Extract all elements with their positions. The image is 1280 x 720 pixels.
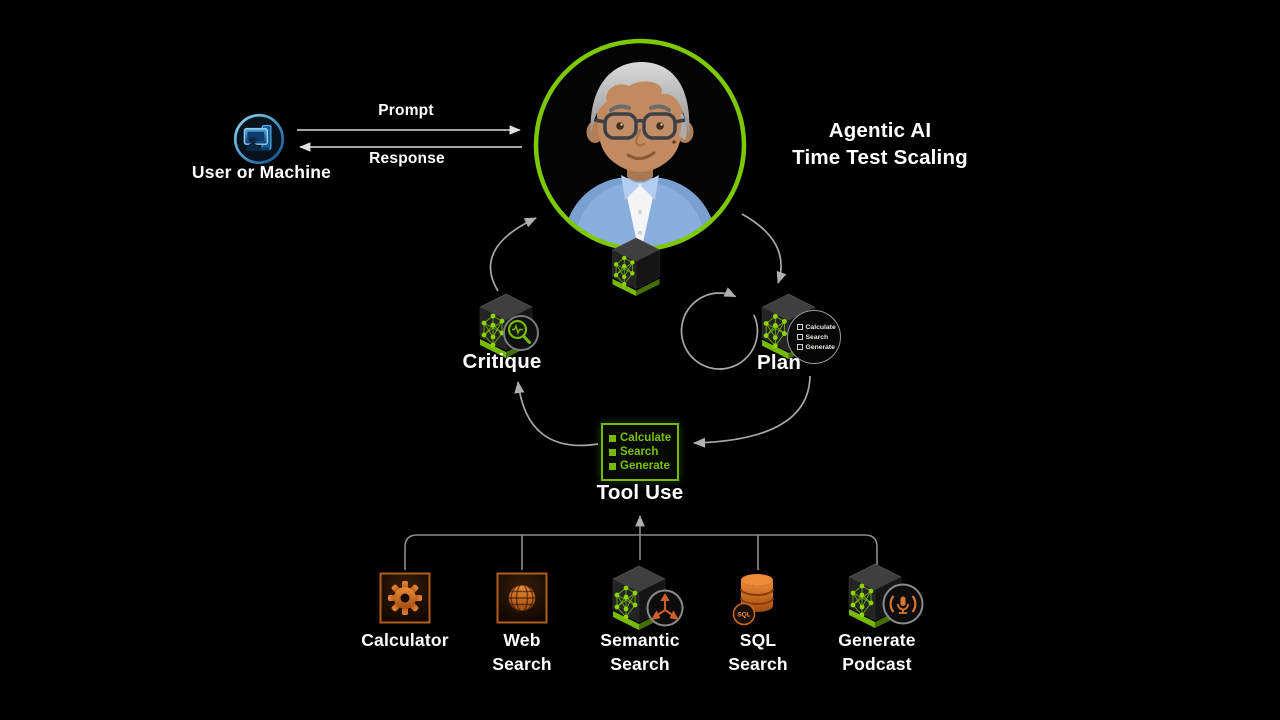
database-icon: SQL [732,574,774,626]
tool-label-line: Search [728,654,788,674]
tool-label-calculator: Calculator [330,628,480,652]
tool-label-web-search: Web Search [447,628,597,676]
plan-iteration-loop [680,287,759,370]
tool-use-item: Generate [609,460,671,472]
arc-plan-to-tooluse [693,375,811,448]
tool-tree-trunk [404,534,878,570]
plan-label: Plan [756,351,802,374]
checkbox-empty-icon [797,324,803,330]
tool-label-line: Podcast [842,654,912,674]
page-title: Agentic AI Time Test Scaling [755,117,1005,171]
plan-checklist-item: Search [797,334,840,341]
tool-use-item: Search [609,446,671,458]
arc-agent-to-plan [741,213,787,284]
tool-label-line: Web [503,630,541,650]
cube-magnifier-icon [479,293,539,359]
tool-use-checklist-box: Calculate Search Generate [601,423,679,481]
tool-label-line: Search [610,654,670,674]
tool-use-item-text: Generate [620,460,670,472]
title-line-1: Agentic AI [828,119,932,142]
checkbox-empty-icon [797,334,803,340]
tool-use-item: Calculate [609,432,671,444]
plan-checklist-item: Generate [797,344,840,351]
checkbox-filled-icon [609,462,616,470]
tool-label-sql-search: SQL Search [683,628,833,676]
tool-use-label: Tool Use [596,481,684,504]
plan-checklist-item: Calculate [797,324,840,331]
tool-label-generate-podcast: Generate Podcast [802,628,952,676]
neural-cube-icon [611,237,661,297]
prompt-label: Prompt [378,102,434,119]
critique-label: Critique [462,350,542,373]
plan-checklist-text: Generate [805,343,835,351]
response-label: Response [369,150,445,167]
checkbox-empty-icon [797,344,803,350]
cube-podcast-icon [848,563,924,629]
title-line-2: Time Test Scaling [792,146,968,169]
cube-axes-icon [612,565,684,631]
tool-label-line: Generate [838,630,916,650]
sql-badge-text: SQL [737,612,750,619]
plan-checklist-badge: Calculate Search Generate [787,310,841,364]
tool-use-item-text: Search [620,446,659,458]
agent-avatar [533,38,747,252]
arc-tooluse-to-critique [514,381,599,447]
tool-label-line: Search [492,654,552,674]
globe-icon [496,572,548,624]
checkbox-filled-icon [609,434,616,442]
arc-critique-to-agent [489,217,537,292]
tool-label-line: Calculator [361,630,449,650]
plan-checklist-text: Search [805,333,829,341]
monitor-user-icon [233,113,285,165]
user-node-label: User or Machine [191,162,332,182]
checkbox-filled-icon [609,448,616,456]
tool-label-semantic-search: Semantic Search [565,628,715,676]
tool-use-item-text: Calculate [620,432,672,444]
plan-checklist-text: Calculate [805,323,836,331]
tool-label-line: Semantic [600,630,680,650]
gear-icon [379,572,431,624]
tool-label-line: SQL [739,630,777,650]
